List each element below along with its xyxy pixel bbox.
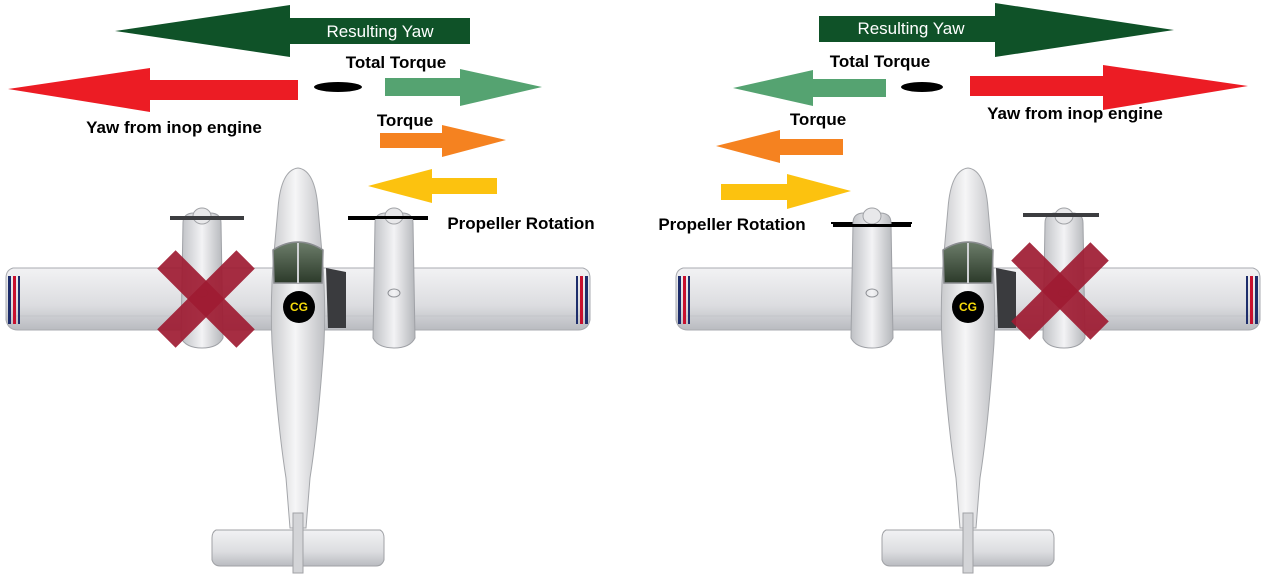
propeller-rotation-arrow-right	[721, 174, 851, 209]
propeller-rotation-label: Propeller Rotation	[447, 214, 594, 233]
resulting-yaw-label-right: Resulting Yaw	[857, 19, 965, 38]
inop-engine-cross-icon	[157, 250, 255, 348]
left-propeller	[170, 216, 244, 220]
yaw-from-inop-arrow	[8, 68, 298, 112]
total-torque-arrow-right	[733, 70, 886, 106]
yaw-from-inop-arrow-right	[970, 65, 1248, 110]
resulting-yaw-arrow-right	[819, 3, 1174, 57]
torque-arrow-right	[716, 130, 843, 163]
left-propeller-right	[833, 224, 911, 227]
twin-engine-airplane-icon-right	[675, 167, 1261, 574]
propeller-rotation-arrow	[368, 169, 497, 203]
pivot-marker-right	[901, 82, 943, 92]
cg-badge-icon: CG	[283, 291, 315, 323]
right-propeller-right	[1023, 213, 1099, 217]
inop-engine-cross-icon-right	[1011, 242, 1109, 340]
resulting-yaw-arrow	[115, 5, 470, 57]
right-diagram: Resulting Yaw Yaw from inop engine Total…	[658, 3, 1261, 574]
cg-badge-icon-right: CG	[952, 291, 984, 323]
cg-label: CG	[290, 300, 308, 314]
total-torque-label: Total Torque	[346, 53, 446, 72]
propeller-rotation-label-right: Propeller Rotation	[658, 215, 805, 234]
yaw-from-inop-label-right: Yaw from inop engine	[987, 104, 1163, 123]
cg-label-right: CG	[959, 300, 977, 314]
torque-label-right: Torque	[790, 110, 846, 129]
pivot-marker	[314, 82, 362, 92]
total-torque-label-right: Total Torque	[830, 52, 930, 71]
total-torque-arrow	[385, 69, 542, 106]
torque-label: Torque	[377, 111, 433, 130]
twin-engine-airplane-icon	[5, 167, 591, 574]
torque-arrow	[380, 125, 506, 157]
right-propeller	[348, 216, 428, 219]
yaw-from-inop-label: Yaw from inop engine	[86, 118, 262, 137]
resulting-yaw-label: Resulting Yaw	[326, 22, 434, 41]
left-diagram: Resulting Yaw Yaw from inop engine Total…	[5, 5, 595, 574]
